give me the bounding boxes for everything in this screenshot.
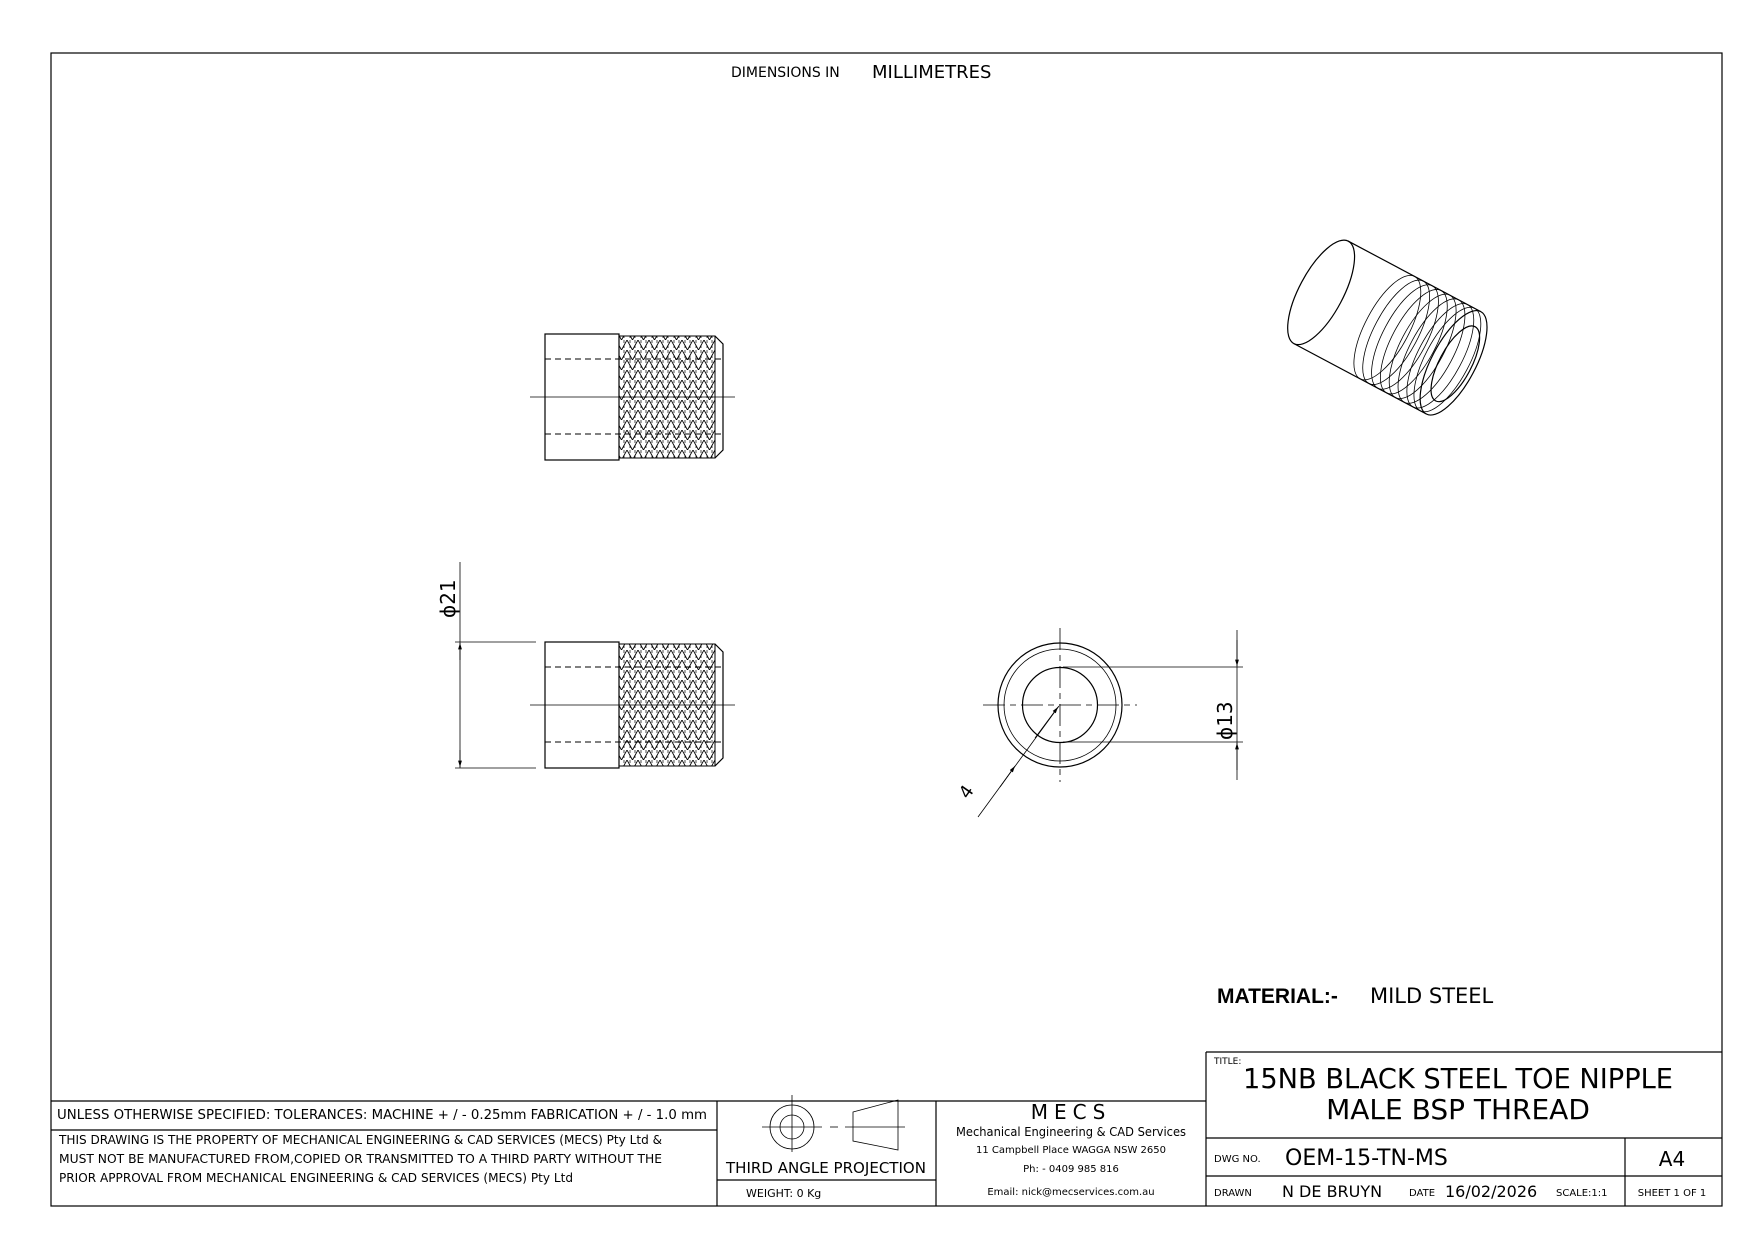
end-view: ϕ13 4: [955, 628, 1243, 818]
title-block: UNLESS OTHERWISE SPECIFIED: TOLERANCES: …: [51, 1051, 1722, 1206]
material-label: MATERIAL:-: [1217, 985, 1338, 1008]
scale-value: SCALE:1:1: [1556, 1188, 1608, 1199]
property-note-line: PRIOR APPROVAL FROM MECHANICAL ENGINEERI…: [59, 1171, 573, 1185]
material-note: MATERIAL:- MILD STEEL: [1217, 984, 1494, 1008]
drawing-border: [50, 52, 1723, 1207]
dimensions-unit: MILLIMETRES: [872, 62, 991, 83]
title-label: TITLE:: [1213, 1057, 1241, 1067]
drawn-label: DRAWN: [1214, 1188, 1252, 1199]
chamfer-dimension: 4: [955, 781, 979, 802]
dwg-no-label: DWG NO.: [1214, 1154, 1261, 1165]
dimensions-label: DIMENSIONS IN: [731, 65, 840, 81]
tolerances-note: UNLESS OTHERWISE SPECIFIED: TOLERANCES: …: [57, 1108, 707, 1123]
outer-diameter-dimension: ϕ21: [436, 579, 460, 618]
sheet-number: SHEET 1 OF 1: [1638, 1188, 1707, 1199]
side-view-top: [530, 333, 735, 461]
bore-diameter-dimension: ϕ13: [1213, 701, 1237, 740]
company-address: 11 Campbell Place WAGGA NSW 2650: [976, 1145, 1166, 1156]
side-view-front: ϕ21: [436, 562, 735, 769]
drawn-by: N DE BRUYN: [1282, 1182, 1382, 1201]
material-value: MILD STEEL: [1370, 984, 1494, 1008]
date-value: 16/02/2026: [1445, 1182, 1537, 1201]
projection-label: THIRD ANGLE PROJECTION: [725, 1159, 926, 1177]
property-note-line: THIS DRAWING IS THE PROPERTY OF MECHANIC…: [58, 1133, 662, 1147]
mecs-logo: MECS: [1031, 1100, 1112, 1124]
weight-value: WEIGHT: 0 Kg: [746, 1187, 821, 1200]
property-note-line: MUST NOT BE MANUFACTURED FROM,COPIED OR …: [59, 1152, 662, 1166]
company-name: Mechanical Engineering & CAD Services: [956, 1125, 1186, 1139]
drawing-title-line2: MALE BSP THREAD: [1326, 1093, 1590, 1126]
date-label: DATE: [1409, 1188, 1435, 1199]
third-angle-projection-icon: [762, 1095, 905, 1152]
sheet-size: A4: [1659, 1147, 1685, 1171]
isometric-view: [1287, 239, 1488, 416]
company-email: Email: nick@mecservices.com.au: [987, 1187, 1154, 1198]
dwg-no-value: OEM-15-TN-MS: [1285, 1146, 1448, 1171]
drawing-title-line1: 15NB BLACK STEEL TOE NIPPLE: [1243, 1062, 1673, 1095]
company-phone: Ph: - 0409 985 816: [1023, 1164, 1119, 1175]
dimensions-note: DIMENSIONS IN MILLIMETRES: [731, 62, 991, 83]
